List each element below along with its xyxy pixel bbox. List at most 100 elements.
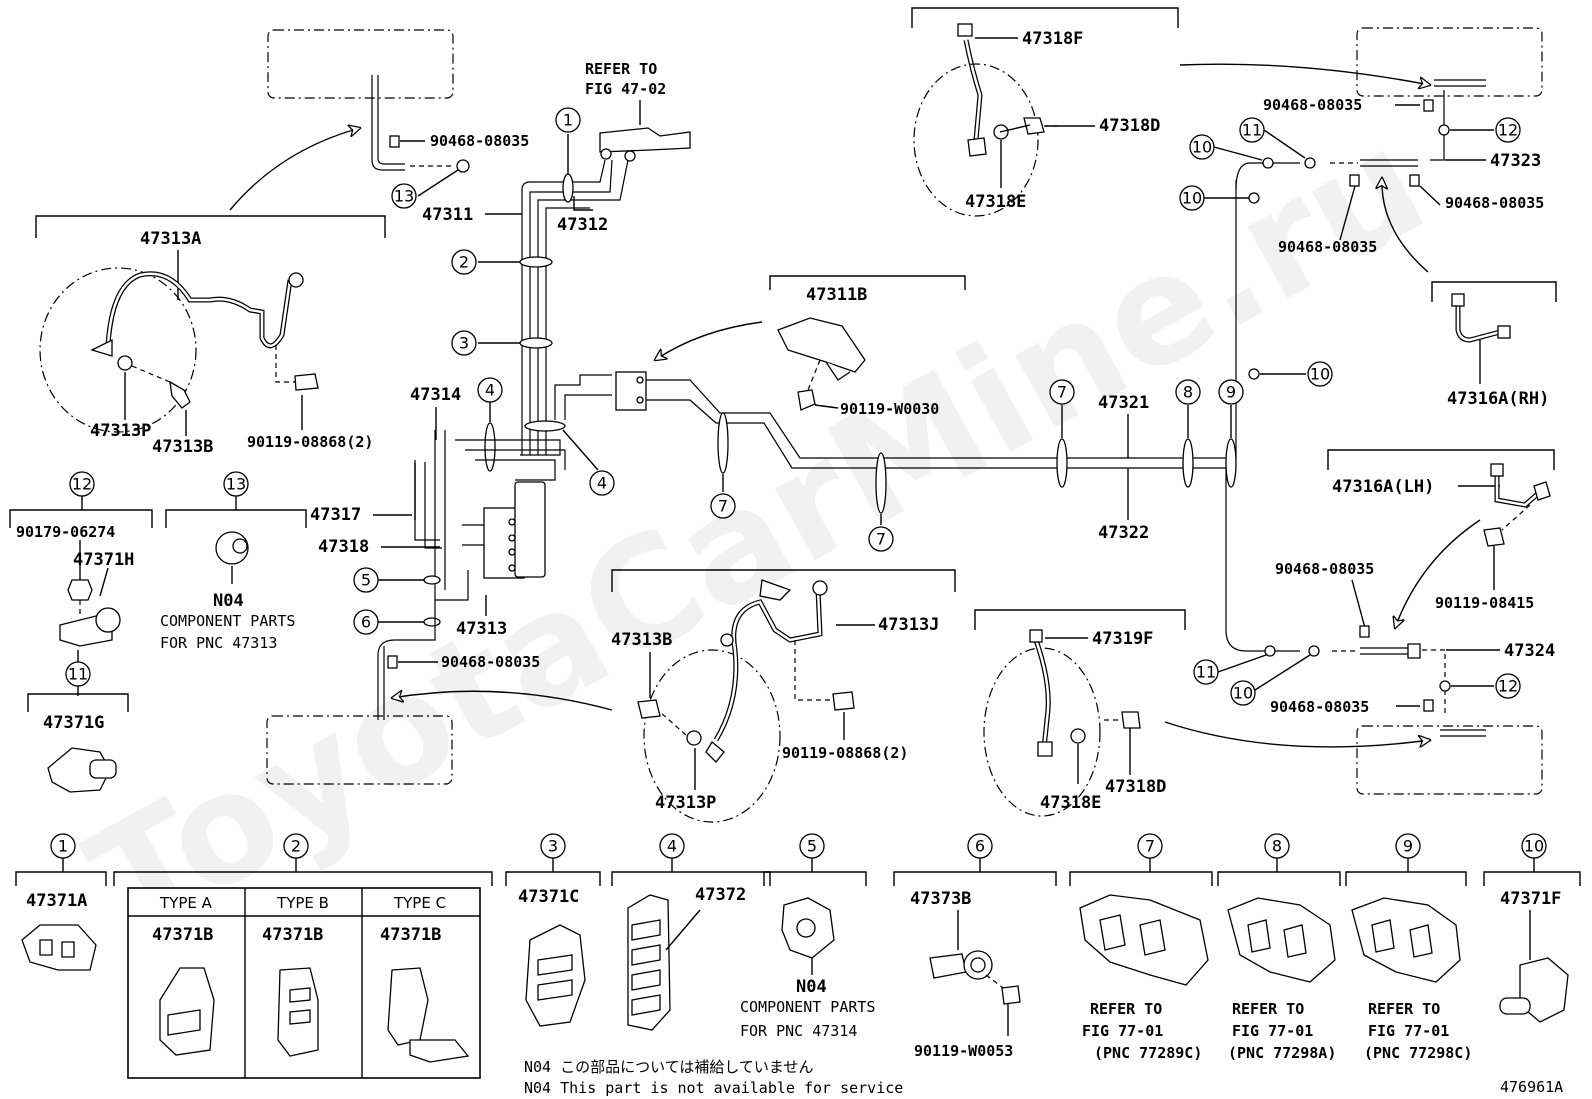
brake-hose-47316A-RH-icon [1456,302,1501,342]
joint-dot-icon [1248,192,1260,204]
type-b-label: TYPE B [276,894,329,912]
joint-dot-icon [1304,157,1316,169]
type-b-part: 47371B [262,925,323,945]
svg-text:13: 13 [394,187,414,206]
svg-text:13: 13 [226,475,246,494]
part-label-47321: 47321 [1098,393,1149,413]
legend-ref7-line1: REFER TO [1090,1000,1162,1018]
legend-ref7-line2: FIG 77-01 [1082,1022,1163,1040]
callout-12-marker-a [1495,117,1521,143]
part-label-47313J: 47313J [878,615,939,635]
svg-text:3: 3 [459,334,469,353]
svg-text:8: 8 [1183,383,1193,402]
washer-icon [686,730,702,746]
brake-line-bundle [521,159,629,455]
part-label-47313: 47313 [456,619,507,639]
svg-text:7: 7 [1145,837,1155,856]
joint-dot-icon [1248,368,1260,380]
callout-8-marker [1175,379,1201,405]
callout-4-marker-b [589,470,615,496]
joint-dot-icon [1264,645,1276,657]
legend-row: 1 47371A 2 TYPE A TYPE B TYPE C 47371B 4… [15,833,1581,1079]
part-label-47318: 47318 [318,537,369,557]
wheel-area-box-rear-left [266,715,453,785]
group-bracket-47311B [769,275,966,290]
clamp-callout-6 [423,617,441,627]
brake-hose-47319F-icon [1034,639,1050,749]
brake-hose-47313J-icon [714,589,822,741]
callout-3-marker [451,330,477,356]
bolt-90119-icon [294,373,319,391]
part-label-47313P-b: 47313P [655,793,716,813]
bolt-icon [797,389,816,411]
part-label-47318D-b: 47318D [1105,777,1166,797]
svg-text:10: 10 [1182,189,1202,208]
bolt-icon [1023,117,1045,135]
clamp-callout-1 [562,173,574,203]
flow-arrow-icon [392,691,613,711]
part-label-47318D: 47318D [1099,116,1160,136]
part-label-47311B: 47311B [806,285,867,305]
detail-ellipse [983,647,1101,817]
legend-n04-desc1: COMPONENT PARTS [740,998,875,1016]
callout-1-marker [555,107,581,133]
flow-arrow-icon [229,128,360,211]
type-a-label: TYPE A [159,894,213,912]
n04-desc-line1: COMPONENT PARTS [160,612,295,630]
part-label-47316A-LH: 47316A(LH) [1332,477,1434,497]
svg-text:4: 4 [485,381,495,400]
part-label-90468-08035-b: 90468-08035 [441,653,540,671]
watermark: ToyotaCarMine.ru [63,96,1452,971]
part-label-47323: 47323 [1490,151,1541,171]
clamp-callout-7a [717,412,729,474]
part-label-47318F: 47318F [1022,29,1083,49]
svg-text:4: 4 [597,474,607,493]
bolt-90119-icon [832,691,855,711]
washer-icon [1070,728,1086,744]
svg-text:10: 10 [1524,837,1544,856]
clamp-callout-4b [524,420,566,432]
svg-text:10: 10 [1233,684,1253,703]
svg-text:12: 12 [1498,677,1518,696]
part-label-47324: 47324 [1504,641,1555,661]
clip-47371G-icon [47,747,111,793]
joint-dot-icon [1262,157,1274,169]
flow-arrow-icon [1164,721,1430,747]
flow-arrow-icon [1382,178,1429,273]
callout-10-marker-d [1230,680,1256,706]
part-label-90468-08035: 90468-08035 [430,132,529,150]
svg-text:9: 9 [1226,383,1236,402]
brake-hose-47318F-icon [964,39,984,151]
part-label-47313A: 47313A [140,229,201,249]
clip-90468-icon [1423,99,1434,112]
legend-n04-desc2: FOR PNC 47314 [740,1022,857,1040]
group-bracket-47313A [35,215,386,238]
clip-77298C-icon [1351,897,1461,983]
note-japanese: N04 この部品については補給していません [524,1058,813,1076]
svg-text:7: 7 [876,530,886,549]
part-label-47313B-b: 47313B [611,630,672,650]
svg-text:2: 2 [291,837,301,856]
detail-ellipse [913,63,1039,217]
part-label-90119-08868-b: 90119-08868(2) [782,744,908,762]
legend-ref7-line3: (PNC 77289C) [1094,1044,1202,1062]
svg-text:2: 2 [459,253,469,272]
callout-7-marker-a [710,493,736,519]
part-label-90119-08415: 90119-08415 [1435,594,1534,612]
type-c-label: TYPE C [393,894,446,912]
part-label-47312: 47312 [557,215,608,235]
detail-ellipse [39,267,197,433]
svg-text:12: 12 [72,475,92,494]
svg-text:12: 12 [1498,121,1518,140]
legend-ref9-line1: REFER TO [1368,1000,1440,1018]
figure-id: 476961A [1500,1078,1563,1096]
brake-hose-47316A-LH-icon [1495,470,1541,507]
legend-part-47371A: 47371A [26,891,87,911]
bolt-icon [637,699,661,719]
part-label-47313P: 47313P [90,421,151,441]
n04-desc-line2: FOR PNC 47313 [160,634,277,652]
wheel-area-box-rear-right-b [1356,725,1543,795]
legend-n04-code: N04 [796,977,827,997]
clamp-callout-5 [423,575,441,585]
callout-9-marker [1218,379,1244,405]
